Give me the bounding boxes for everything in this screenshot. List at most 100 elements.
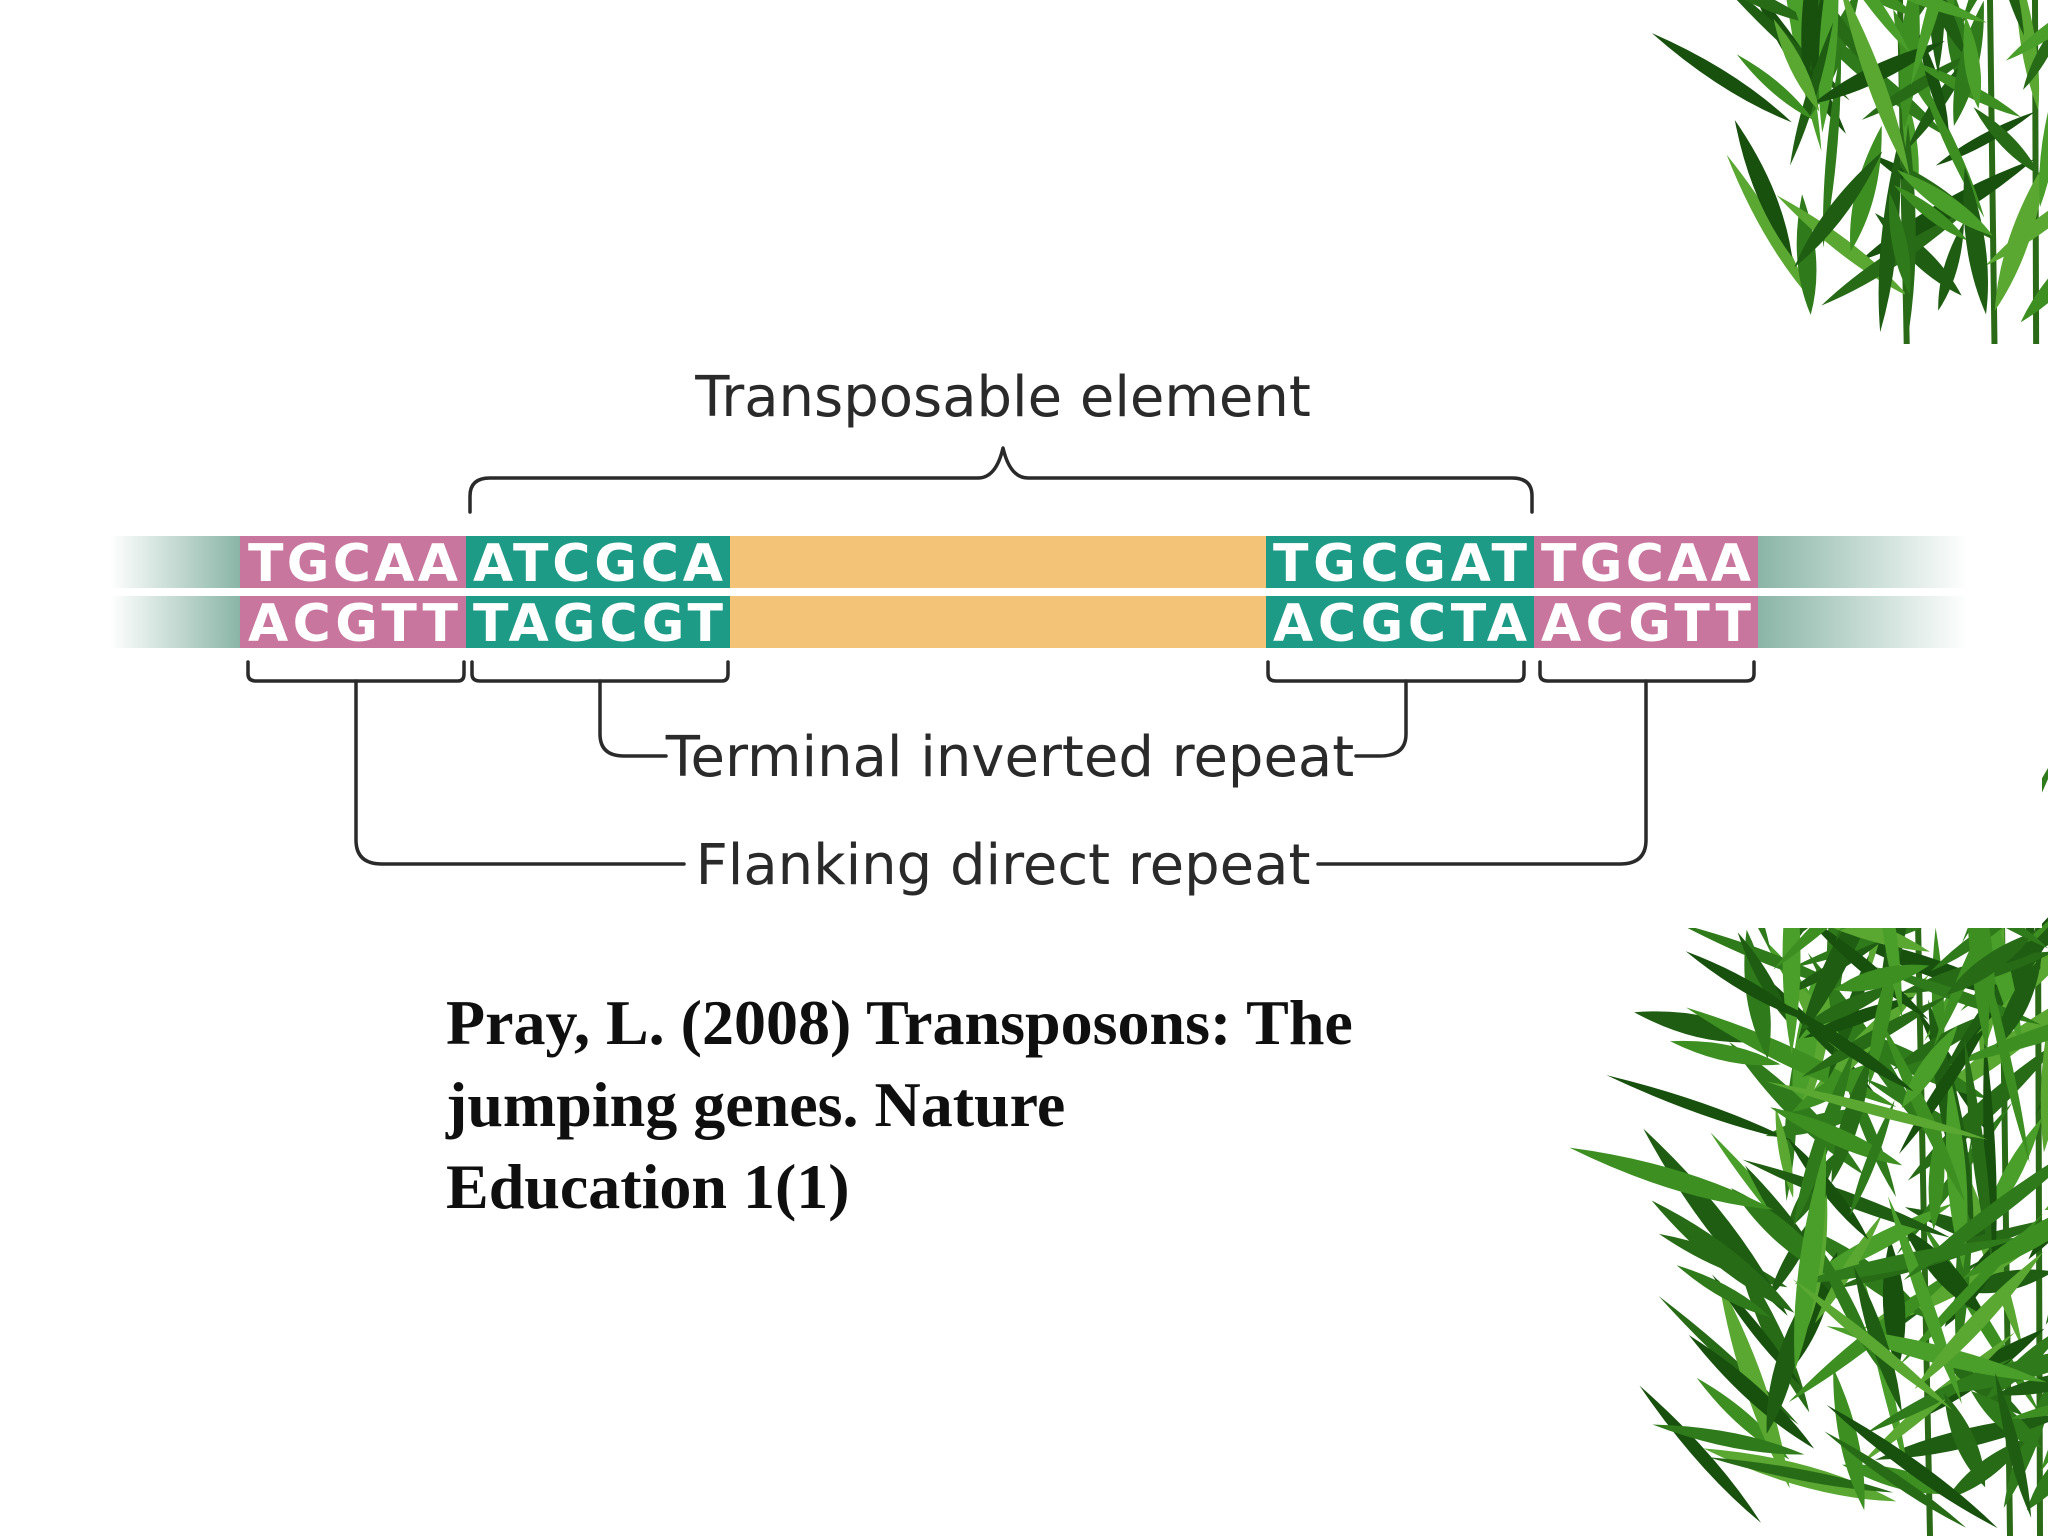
bamboo-leaf xyxy=(2026,1429,2048,1511)
bamboo-leaf xyxy=(1918,33,1949,131)
bamboo-leaf xyxy=(1996,956,2042,1048)
bamboo-leaf xyxy=(1946,1436,2030,1500)
bamboo-leaf xyxy=(1995,1372,2032,1518)
bamboo-leaf xyxy=(1903,1139,2048,1281)
bamboo-leaf xyxy=(1894,185,1968,241)
bamboo-leaf xyxy=(1945,1074,1968,1270)
bamboo-leaf xyxy=(1688,1334,1815,1449)
right-flank-bracket xyxy=(1538,660,1756,683)
right-tir-block xyxy=(1266,536,1534,648)
bamboo-leaf xyxy=(1938,221,1964,311)
bamboo-leaf xyxy=(1944,1393,1986,1488)
bamboo-leaf xyxy=(1962,827,2024,1050)
bamboo-leaf xyxy=(2005,0,2048,61)
bamboo-leaf xyxy=(1946,931,2036,996)
bamboo-leaf xyxy=(1793,1047,1855,1227)
bamboo-leaf xyxy=(1792,1278,1953,1410)
bamboo-leaf xyxy=(1794,1237,2024,1285)
bamboo-leaf xyxy=(2039,75,2048,208)
bamboo-leaf xyxy=(1707,1457,1894,1493)
left-flank-bracket xyxy=(246,660,466,683)
bamboo-leaf xyxy=(1807,0,1919,18)
bamboo-leaf xyxy=(1850,125,1882,252)
bamboo-leaf xyxy=(1742,1159,1951,1238)
bamboo-leaf xyxy=(1928,1122,1945,1230)
right-flanking-repeat-block xyxy=(1534,536,1758,648)
top-left-flank-seq: TGCAA xyxy=(248,534,458,594)
bamboo-leaf xyxy=(1839,0,1910,176)
bamboo-leaf xyxy=(1670,1040,1781,1066)
bottom-right-flank-seq: ACGTT xyxy=(1541,594,1752,654)
bamboo-leaf xyxy=(1736,54,1814,120)
bottom-left-flank-seq: ACGTT xyxy=(248,594,459,654)
bamboo-leaf xyxy=(1849,1099,1895,1217)
bamboo-leaf xyxy=(1651,33,1792,123)
bamboo-leaf xyxy=(1800,983,1898,1030)
bamboo-leaf xyxy=(1766,1302,1802,1434)
tir-connector-left xyxy=(598,679,668,758)
bamboo-leaf xyxy=(1914,1252,2043,1390)
bamboo-leaf xyxy=(2009,1396,2048,1419)
left-tir-bracket xyxy=(470,660,730,683)
bamboo-leaf xyxy=(1652,1424,1805,1455)
bamboo-leaf xyxy=(1973,107,2040,175)
bamboo-leaf xyxy=(1964,1039,1992,1261)
citation-line-1: Pray, L. (2008) Transposons: The xyxy=(446,987,1353,1058)
bamboo-leaf xyxy=(1963,15,1982,109)
bamboo-leaf xyxy=(1718,1279,1790,1489)
flanking-direct-repeat-label: Flanking direct repeat xyxy=(696,833,1311,898)
bamboo-leaf xyxy=(1927,0,1945,74)
citation-text: Pray, L. (2008) Transposons: The jumping… xyxy=(446,982,1546,1228)
bamboo-leaf xyxy=(1963,167,1989,315)
bamboo-leaf xyxy=(1676,1265,1771,1318)
right-tir-bracket xyxy=(1266,660,1526,683)
bamboo-leaf xyxy=(1833,964,1930,992)
bamboo-leaf xyxy=(1874,212,1962,296)
terminal-inverted-repeat-label: Terminal inverted repeat xyxy=(665,725,1354,790)
transposable-element-brace xyxy=(468,446,1534,514)
transposable-element-label: Transposable element xyxy=(694,365,1311,430)
bamboo-leaf xyxy=(1766,1081,1989,1140)
bamboo-leaf xyxy=(1770,1107,1903,1166)
bamboo-leaf xyxy=(1854,1266,1902,1413)
bamboo-leaf xyxy=(1685,951,1807,1021)
top-right-flank-seq: TGCAA xyxy=(1541,534,1751,594)
bamboo-leaf xyxy=(1824,1431,1967,1528)
bamboo-leaf xyxy=(1831,1054,1871,1184)
bamboo-leaf xyxy=(1897,169,1993,236)
bamboo-leaf xyxy=(1826,1404,1998,1529)
bamboo-leaf xyxy=(2040,955,2048,1153)
bamboo-leaf xyxy=(1801,0,1819,88)
bamboo-leaf xyxy=(1569,1147,1774,1210)
citation-line-2: jumping genes. Nature xyxy=(446,1069,1066,1140)
bamboo-leaf xyxy=(1853,0,1987,23)
bamboo-leaf xyxy=(1794,151,1883,268)
bamboo-leaf xyxy=(1639,1385,1762,1523)
bamboo-leaf xyxy=(1790,22,1834,166)
bamboo-leaf xyxy=(1797,965,1836,1128)
bamboo-leaf xyxy=(1820,0,1911,54)
bamboo-leaf xyxy=(1986,0,2025,36)
bamboo-leaf xyxy=(1794,1145,1827,1371)
bamboo-leaf xyxy=(1777,1000,1914,1092)
flank-connector-left xyxy=(354,679,686,866)
left-tir-block xyxy=(466,536,730,648)
bamboo-leaf xyxy=(1703,1448,1897,1502)
citation-line-3: Education 1(1) xyxy=(446,1151,850,1222)
bamboo-leaf xyxy=(1803,996,1915,1038)
flank-connector-right xyxy=(1316,679,1648,866)
bamboo-leaf xyxy=(1971,1391,2042,1448)
bamboo-leaf xyxy=(1833,1367,1865,1511)
bamboo-leaf xyxy=(1606,1075,1793,1141)
transposon-interior xyxy=(730,536,1266,648)
bamboo-leaf xyxy=(1935,111,2035,166)
tir-connector-right xyxy=(1354,679,1408,758)
bamboo-leaf xyxy=(1910,0,1965,86)
bamboo-leaf xyxy=(1933,888,2002,1047)
bamboo-leaf xyxy=(1888,192,1911,295)
bamboo-leaf xyxy=(1930,1343,2048,1395)
bottom-right-tir-seq: ACGCTA xyxy=(1273,594,1527,654)
